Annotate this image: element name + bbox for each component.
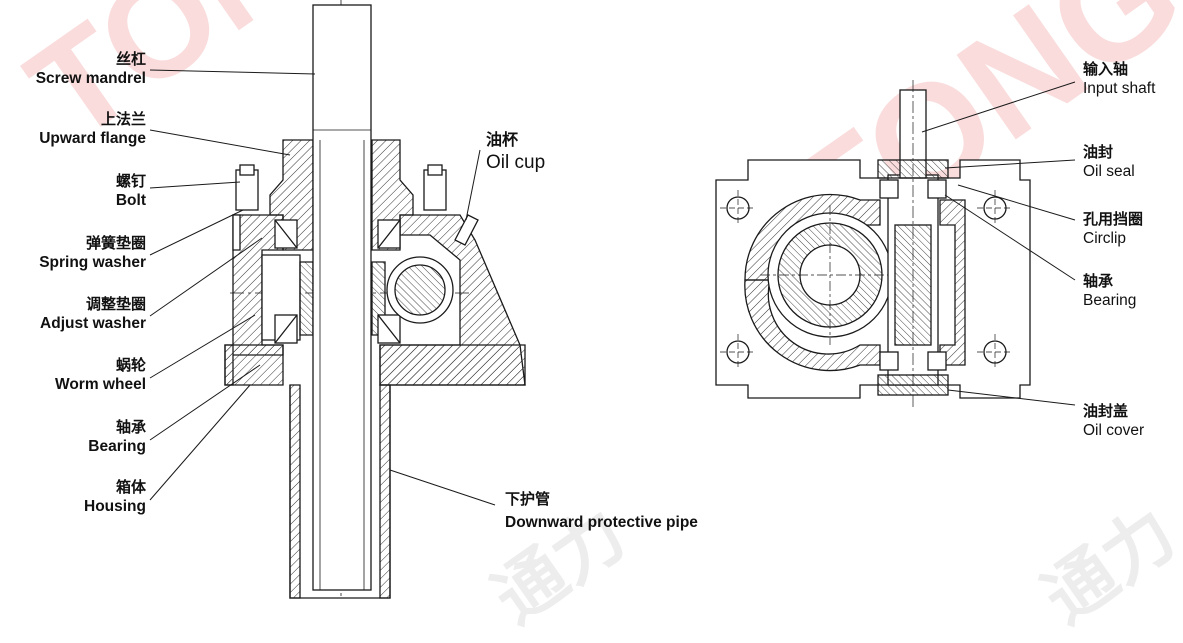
label-input-shaft-zh: 输入轴	[1083, 60, 1129, 78]
label-downward-pipe-en: Downward protective pipe	[505, 514, 698, 531]
right-assembly	[715, 80, 1031, 410]
label-input-shaft-en: Input shaft	[1083, 80, 1156, 97]
label-oil-cover-zh: 油封盖	[1083, 402, 1129, 420]
label-oil-seal-zh: 油封	[1083, 143, 1114, 161]
label-oil-cup-en: Oil cup	[486, 152, 546, 173]
label-oil-cover-en: Oil cover	[1083, 422, 1145, 439]
label-bolt-en: Bolt	[115, 192, 146, 209]
label-downward-pipe-zh: 下护管	[505, 490, 551, 508]
label-worm-wheel: 蜗轮 Worm wheel	[0, 356, 146, 394]
label-spring-washer-en: Spring washer	[39, 254, 146, 271]
label-bolt: 螺钉 Bolt	[0, 172, 146, 210]
label-worm-wheel-zh: 蜗轮	[115, 356, 146, 374]
left-leaders	[149, 69, 496, 506]
label-oil-seal: 油封 Oil seal	[1083, 143, 1135, 181]
label-downward-pipe: 下护管 Downward protective pipe	[505, 490, 698, 532]
label-input-shaft: 输入轴 Input shaft	[1083, 60, 1155, 98]
label-oil-cup-zh: 油杯	[486, 130, 519, 149]
label-adjust-washer-zh: 调整垫圈	[85, 295, 146, 313]
label-bearing-left-zh: 轴承	[115, 418, 146, 436]
label-circlip-en: Circlip	[1083, 230, 1127, 247]
label-spring-washer-zh: 弹簧垫圈	[85, 234, 146, 252]
left-assembly	[224, 0, 526, 600]
label-spring-washer: 弹簧垫圈 Spring washer	[0, 234, 146, 272]
label-oil-cup: 油杯 Oil cup	[486, 130, 545, 172]
label-bearing-left-en: Bearing	[88, 438, 146, 455]
label-adjust-washer-en: Adjust washer	[40, 315, 146, 332]
label-screw-mandrel-zh: 丝杠	[115, 50, 146, 68]
label-oil-seal-en: Oil seal	[1083, 163, 1135, 180]
label-bearing-right-zh: 轴承	[1083, 272, 1114, 290]
label-bearing-left: 轴承 Bearing	[0, 418, 146, 456]
label-circlip: 孔用挡圈 Circlip	[1083, 210, 1143, 248]
label-upward-flange-zh: 上法兰	[100, 110, 146, 128]
label-upward-flange: 上法兰 Upward flange	[0, 110, 146, 148]
right-leaders	[921, 81, 1076, 406]
label-screw-mandrel-en: Screw mandrel	[35, 70, 146, 87]
label-bolt-zh: 螺钉	[115, 172, 146, 190]
label-circlip-zh: 孔用挡圈	[1083, 210, 1144, 228]
drawing-svg	[149, 0, 1076, 600]
label-adjust-washer: 调整垫圈 Adjust washer	[0, 295, 146, 333]
label-screw-mandrel: 丝杠 Screw mandrel	[0, 50, 146, 88]
label-housing-en: Housing	[84, 498, 146, 515]
label-housing: 箱体 Housing	[0, 478, 146, 516]
label-oil-cover: 油封盖 Oil cover	[1083, 402, 1144, 440]
label-worm-wheel-en: Worm wheel	[54, 376, 146, 393]
label-upward-flange-en: Upward flange	[39, 130, 146, 147]
label-bearing-right: 轴承 Bearing	[1083, 272, 1136, 310]
label-housing-zh: 箱体	[115, 478, 146, 496]
label-bearing-right-en: Bearing	[1083, 292, 1137, 309]
